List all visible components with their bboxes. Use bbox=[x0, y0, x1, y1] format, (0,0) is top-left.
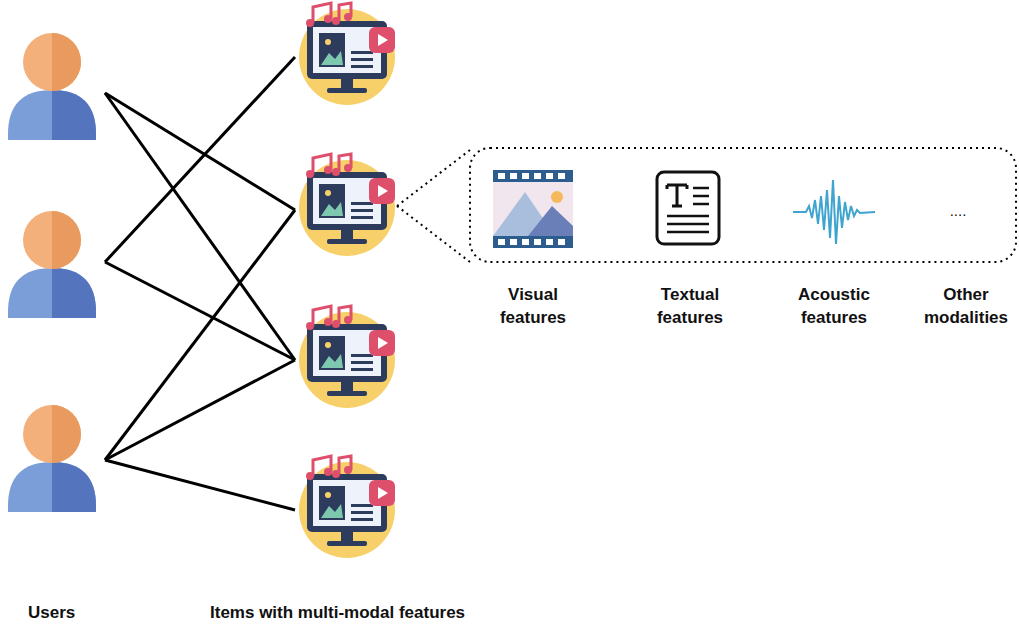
item-icon bbox=[299, 456, 395, 558]
user-icon bbox=[8, 33, 96, 140]
user-icon bbox=[8, 405, 96, 512]
item-icon bbox=[299, 306, 395, 408]
modality-label: Textual features bbox=[642, 283, 738, 329]
wave-icon bbox=[793, 180, 875, 244]
ellipsis-label: .... bbox=[938, 199, 978, 222]
modality-label: Visual features bbox=[485, 283, 581, 329]
user-icon bbox=[8, 211, 96, 318]
item-icon bbox=[299, 3, 395, 105]
caption-label: Users bbox=[28, 601, 75, 624]
caption-label: Items with multi-modal features bbox=[210, 601, 465, 624]
modality-label: Other modalities bbox=[918, 283, 1014, 329]
visual-icon bbox=[493, 170, 573, 248]
item-icon bbox=[299, 154, 395, 256]
text-icon bbox=[657, 172, 719, 244]
modality-label: Acoustic features bbox=[784, 283, 884, 329]
callout-box bbox=[397, 148, 1016, 262]
interaction-lines bbox=[105, 57, 295, 510]
